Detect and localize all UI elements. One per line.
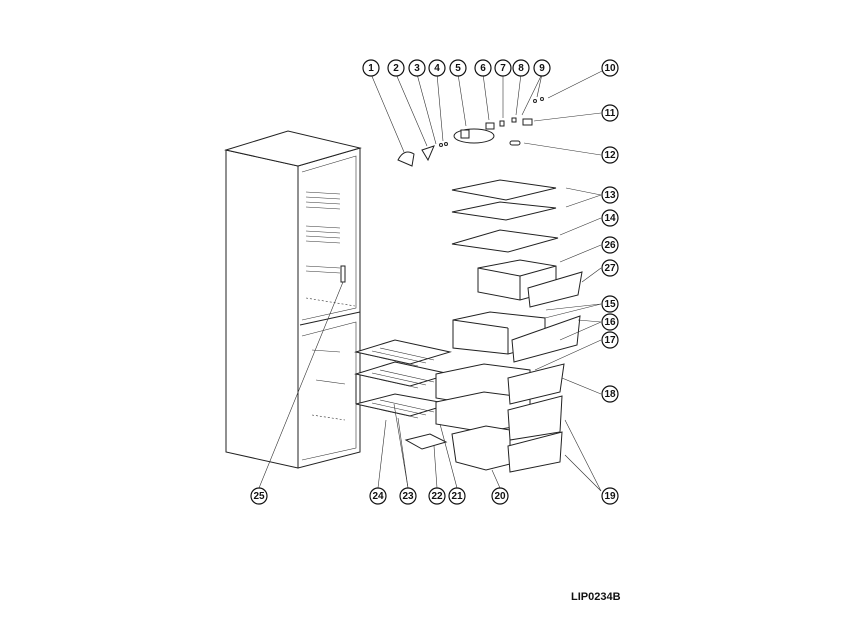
wire-shelves [354,339,452,419]
callout-24: 24 [369,487,387,505]
callout-number: 15 [604,299,616,310]
callout-number: 5 [455,63,461,74]
callout-circle [449,59,467,77]
callout-number: 26 [604,240,616,251]
callout-18: 18 [601,385,619,403]
fridge-cabinet [224,130,362,469]
callout-number: 11 [605,108,616,119]
callout-2: 2 [387,59,405,77]
callout-21: 21 [448,487,466,505]
callout-circle [428,59,446,77]
callout-circle [601,209,619,227]
callout-circle [491,487,509,505]
callout-4: 4 [428,59,446,77]
callout-12: 12 [601,146,619,164]
callout-19: 19 [601,487,619,505]
freezer-drawers [435,363,565,473]
freezer-baskets-small [452,311,581,363]
callout-number: 1 [368,63,374,74]
callout-number: 4 [434,63,440,74]
callout-circle [601,313,619,331]
callout-number: 12 [604,150,616,161]
callout-number: 2 [393,63,399,74]
crisper-drawer [477,259,583,308]
callout-number: 14 [604,213,616,224]
callout-16: 16 [601,313,619,331]
light-and-thermostat-parts [397,97,544,167]
callout-circle [601,259,619,277]
callout-number: 18 [604,389,616,400]
glass-shelves [451,179,559,253]
callout-22: 22 [428,487,446,505]
callout-circle [362,59,380,77]
callout-number: 27 [604,263,616,274]
callout-number: 17 [604,335,616,346]
callout-11: 11 [601,104,619,122]
callout-circle [601,385,619,403]
callout-number: 16 [604,317,616,328]
callout-circle [250,487,268,505]
callout-number: 24 [372,491,384,502]
callout-20: 20 [491,487,509,505]
callout-circle [601,236,619,254]
callout-number: 21 [451,491,463,502]
callout-circle [399,487,417,505]
callout-circle [601,104,619,122]
callout-10: 10 [601,59,619,77]
callout-circle [512,59,530,77]
callout-9: 9 [533,59,551,77]
callout-circle [601,59,619,77]
callout-circle [601,487,619,505]
callout-circle [448,487,466,505]
callout-14: 14 [601,209,619,227]
callout-circle [601,331,619,349]
callout-circle [428,487,446,505]
callout-8: 8 [512,59,530,77]
callout-17: 17 [601,331,619,349]
callout-number: 6 [480,63,486,74]
callout-number: 19 [604,491,616,502]
callout-circle [474,59,492,77]
callout-15: 15 [601,295,619,313]
callout-circle [494,59,512,77]
callout-number: 20 [494,491,506,502]
callout-number: 10 [604,63,616,74]
callout-5: 5 [449,59,467,77]
callout-number: 23 [402,491,414,502]
callout-7: 7 [494,59,512,77]
leader-lines [258,70,603,492]
callout-circle [369,487,387,505]
callout-number: 8 [518,63,524,74]
callout-13: 13 [601,186,619,204]
callout-6: 6 [474,59,492,77]
callout-26: 26 [601,236,619,254]
drawing-code: LIP0234B [571,591,621,603]
callout-25: 25 [250,487,268,505]
callout-number: 7 [500,63,506,74]
callout-number: 3 [414,63,420,74]
callout-circle [601,186,619,204]
callout-1: 1 [362,59,380,77]
callout-23: 23 [399,487,417,505]
callout-circle [601,146,619,164]
callout-number: 13 [604,190,616,201]
callout-27: 27 [601,259,619,277]
callout-circle [387,59,405,77]
ice-tray [404,433,448,450]
callout-3: 3 [408,59,426,77]
callout-number: 25 [253,491,265,502]
callout-circle [533,59,551,77]
callout-number: 22 [431,491,443,502]
callout-circle [601,295,619,313]
callout-number: 9 [539,63,545,74]
callout-circle [408,59,426,77]
